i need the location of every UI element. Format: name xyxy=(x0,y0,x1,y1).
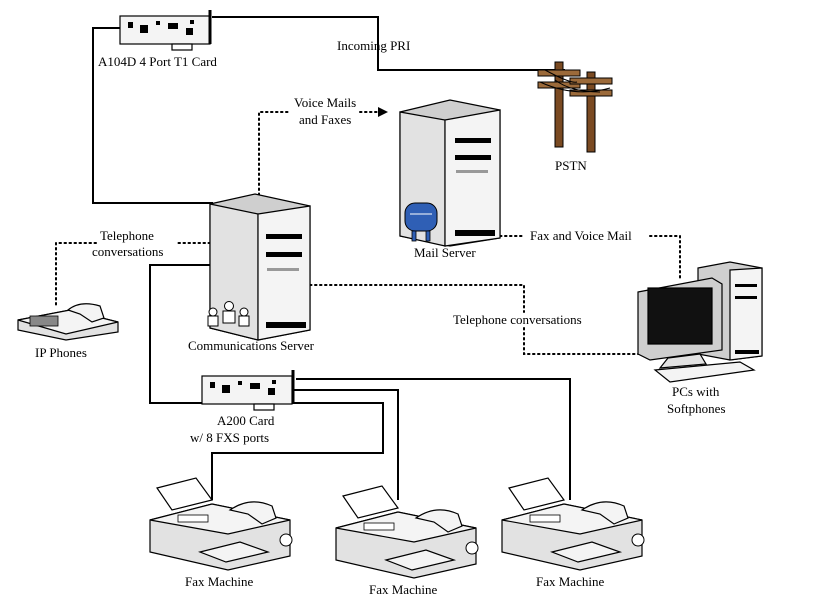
communications-server-icon xyxy=(209,193,311,341)
incoming-pri-label: Incoming PRI xyxy=(337,38,410,53)
fxs-ports-label: w/ 8 FXS ports xyxy=(190,430,269,445)
mail-server-label: Mail Server xyxy=(414,245,476,260)
pstn-pole-icon xyxy=(537,61,613,153)
connections xyxy=(55,16,681,500)
server-to-a200-line xyxy=(149,264,212,404)
mail-server-icon xyxy=(399,99,501,247)
pri-line xyxy=(212,16,565,71)
softphone-flow-line-2 xyxy=(523,327,641,355)
voicemail-flow-line xyxy=(258,111,291,196)
ip-phone-flow-line-2 xyxy=(55,242,97,306)
ip-phones-label: IP Phones xyxy=(35,345,87,360)
softphone-flow-line xyxy=(309,284,525,313)
ip-phone-icon xyxy=(17,303,119,341)
fax-machine-3-label: Fax Machine xyxy=(536,574,604,589)
and-faxes-label: and Faxes xyxy=(299,112,351,127)
a200-to-fax3-line xyxy=(296,378,571,500)
t1-card-label: A104D 4 Port T1 Card xyxy=(98,54,217,69)
fax-machine-icon xyxy=(501,477,645,571)
fax-voice-mail-label: Fax and Voice Mail xyxy=(530,228,632,243)
fax-voicemail-flow-line-2 xyxy=(649,235,681,279)
telephone-label: Telephone xyxy=(100,228,154,243)
a200-to-fax2-line xyxy=(294,389,399,500)
t1-card-icon xyxy=(119,10,212,51)
fax-machine-icon xyxy=(335,485,479,579)
a200-card-label: A200 Card xyxy=(217,413,275,428)
t1-to-server-line xyxy=(92,27,213,204)
fax-machine-icon xyxy=(149,477,293,571)
fax-machine-2-label: Fax Machine xyxy=(369,582,437,597)
a200-to-fax1-line xyxy=(211,402,384,500)
conversations-label: conversations xyxy=(92,244,163,259)
communications-server-label: Communications Server xyxy=(188,338,315,353)
pcs-with-label: PCs with xyxy=(672,384,720,399)
users-icon xyxy=(207,301,250,327)
voice-mails-label: Voice Mails xyxy=(294,95,356,110)
voicemail-arrow xyxy=(378,107,388,117)
fax-machine-1-label: Fax Machine xyxy=(185,574,253,589)
softphones-label: Softphones xyxy=(667,401,726,416)
telephone-conversations-label: Telephone conversations xyxy=(453,312,582,327)
a200-card-icon xyxy=(201,370,295,411)
pc-icon xyxy=(637,261,763,383)
pstn-label: PSTN xyxy=(555,158,587,173)
